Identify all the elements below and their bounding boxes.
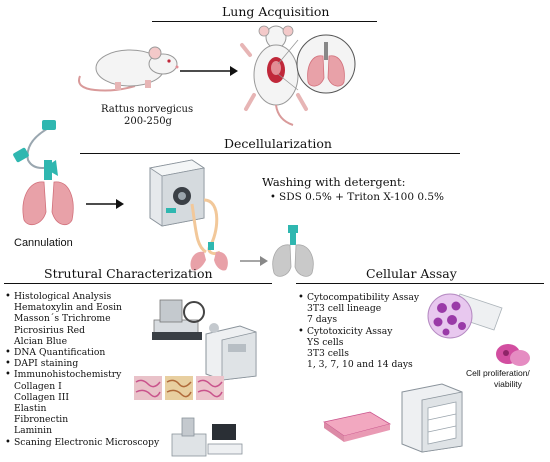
list-item: Cytotoxicity Assay bbox=[298, 326, 419, 337]
divider-lung-acquisition bbox=[152, 21, 377, 22]
cannulation-label: Cannulation bbox=[14, 237, 73, 249]
list-item: Hematoxylin and Eosin bbox=[14, 302, 122, 314]
sem-icon bbox=[171, 417, 243, 457]
list-item: Picrosirius Red bbox=[14, 324, 85, 336]
list-item: Cytocompatibility Assay bbox=[298, 292, 419, 303]
lung-zoom-icon bbox=[277, 34, 356, 94]
rat-weight-label: 200-250g bbox=[124, 116, 172, 127]
list-item: Elastin bbox=[14, 403, 47, 415]
structural-list: Histological Analysis Hematoxylin and Eo… bbox=[5, 291, 159, 448]
divider-decellularization bbox=[80, 153, 460, 154]
list-item: Collagen III bbox=[14, 391, 69, 403]
section-title-decellularization: Decellularization bbox=[224, 136, 332, 151]
list-item: Scaning Electronic Microscopy bbox=[5, 437, 159, 448]
cannulated-lung-icon bbox=[13, 120, 74, 226]
divider-cellular bbox=[296, 283, 544, 284]
microtome-icon bbox=[152, 299, 205, 340]
proliferation-label-2: viability bbox=[494, 379, 522, 389]
petri-dish-icon bbox=[427, 293, 503, 339]
rat-species-label: Rattus norvegicus bbox=[101, 104, 194, 115]
cells-icon bbox=[496, 344, 530, 366]
section-title-structural: Strutural Characterization bbox=[44, 266, 213, 281]
list-item: DNA Quantification bbox=[5, 347, 159, 358]
section-title-cellular: Cellular Assay bbox=[366, 266, 457, 281]
incubator-icon bbox=[401, 383, 463, 453]
list-item: 3T3 cell lineage bbox=[307, 303, 382, 315]
pump-icon bbox=[148, 159, 228, 271]
washing-item: SDS 0.5% + Triton X-100 0.5% bbox=[270, 191, 444, 204]
list-item: Immunohistochemistry bbox=[5, 369, 159, 380]
microscope-icon bbox=[205, 323, 257, 381]
list-item: 1, 3, 7, 10 and 14 days bbox=[307, 359, 413, 371]
cellular-list: Cytocompatibility Assay 3T3 cell lineage… bbox=[298, 292, 419, 370]
arrow-icon bbox=[180, 66, 238, 76]
section-title-lung-acquisition: Lung Acquisition bbox=[222, 4, 330, 19]
stained-tissue-icon bbox=[134, 376, 224, 400]
washing-item-text: SDS 0.5% + Triton X-100 0.5% bbox=[279, 191, 445, 203]
rat-icon bbox=[78, 46, 179, 92]
arrow-icon bbox=[240, 256, 268, 266]
proliferation-label-1: Cell proliferation/ bbox=[466, 368, 530, 378]
washing-title: Washing with detergent: bbox=[262, 175, 406, 189]
list-item: Collagen I bbox=[14, 380, 62, 392]
list-item: Alcian Blue bbox=[14, 335, 68, 347]
well-plate-icon bbox=[323, 411, 392, 442]
arrow-icon bbox=[86, 199, 124, 209]
list-item: 7 days bbox=[307, 314, 338, 326]
decellularized-lung-icon bbox=[272, 225, 314, 277]
list-item: YS cells bbox=[307, 336, 344, 348]
list-item: 3T3 cells bbox=[307, 348, 349, 360]
list-item: Masson´s Trichrome bbox=[14, 313, 111, 325]
divider-structural bbox=[4, 283, 272, 284]
list-item: Laminin bbox=[14, 425, 53, 437]
list-item: Histological Analysis bbox=[5, 291, 159, 302]
list-item: DAPI staining bbox=[5, 358, 159, 369]
list-item: Fibronectin bbox=[14, 414, 69, 426]
